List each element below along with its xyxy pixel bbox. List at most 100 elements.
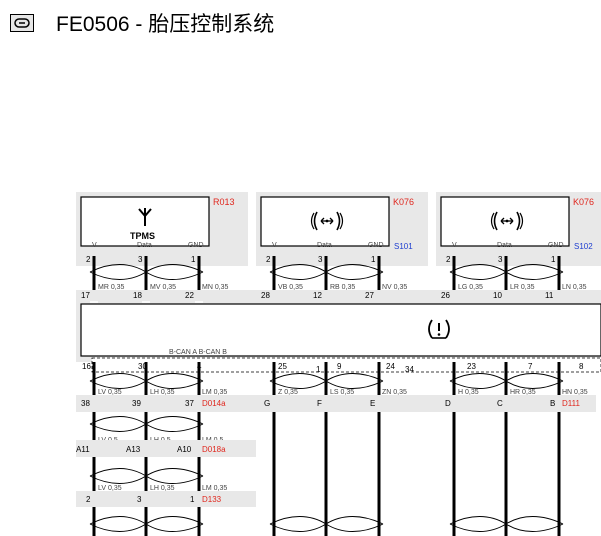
tire-pressure-icon: [310, 211, 344, 231]
wire-label: LV 0,35: [98, 485, 122, 492]
wire-label: ZN 0,35: [382, 389, 407, 396]
pin-number: 18: [133, 291, 142, 300]
bus-label: B-CAN A B-CAN B: [169, 349, 227, 356]
pin-number: 1: [316, 365, 321, 374]
wire-label: LS 0,35: [330, 389, 354, 396]
pin-number: F: [317, 399, 322, 408]
pin-name: GND: [188, 242, 204, 249]
module-bottom-strip: [91, 357, 601, 373]
connector-d018a-pins: A11 A13 A10: [76, 445, 192, 454]
pin-number: B: [550, 399, 555, 408]
wire-label: LM 0,35: [202, 389, 227, 396]
antenna-icon: [138, 208, 152, 226]
connector-d133: [76, 491, 256, 507]
pin-name: Data: [137, 242, 152, 249]
connector-d014a-pins: 38 39 37 G F E D C B: [81, 399, 555, 408]
wire-label: LN 0,35: [562, 284, 587, 291]
connector-icon: [10, 14, 34, 32]
low-wire-labels: LV 0,35 LH 0,35 LM 0,35: [98, 485, 227, 492]
wire-label: RB 0,35: [330, 284, 355, 291]
wire-label: LR 0,35: [510, 284, 535, 291]
pin-number: 38: [81, 399, 90, 408]
pin-number: 1: [191, 255, 196, 264]
wire-label: LH 0,35: [150, 485, 175, 492]
pin-number: 2: [86, 495, 91, 504]
pin-number: 28: [261, 291, 270, 300]
ref-d111: D111: [562, 399, 580, 408]
pin-name: Data: [497, 242, 512, 249]
wire-label: MN 0,35: [202, 284, 229, 291]
tpms-label: TPMS: [130, 231, 155, 241]
ground-ref: S102: [574, 242, 593, 251]
pin-number: 26: [441, 291, 450, 300]
pin-number: D: [445, 399, 451, 408]
ref-d018a: D018a: [202, 445, 226, 454]
pin-number: 37: [185, 399, 194, 408]
module-top-pins: 17 18 22 28 12 27 26 10 11: [81, 291, 554, 300]
wire-label: LG 0,35: [458, 284, 483, 291]
pin-number: 3: [498, 255, 503, 264]
pin-number: 11: [545, 291, 554, 300]
pin-name: V: [272, 242, 277, 249]
ground-ref: S101: [394, 242, 413, 251]
page-title: FE0506 - 胎压控制系统: [56, 13, 275, 36]
wire-label: VB 0,35: [278, 284, 303, 291]
pin-name: Data: [317, 242, 332, 249]
pin-name: V: [452, 242, 457, 249]
wire-label: HN 0,35: [562, 389, 588, 396]
pin-name: GND: [548, 242, 564, 249]
pin-number: 25: [278, 362, 287, 371]
component-pin-numbers: 2 3 1 2 3 1 2 3 1: [86, 255, 556, 264]
pin-number: A10: [177, 445, 192, 454]
pin-number: 3: [137, 495, 142, 504]
pin-number: E: [370, 399, 375, 408]
ref-r013: R013: [213, 197, 235, 207]
pin-name: GND: [368, 242, 384, 249]
twist-symbols-upper: [89, 264, 564, 280]
wire-label: MR 0,35: [98, 284, 125, 291]
pin-number: 10: [493, 291, 502, 300]
pin-number: 24: [386, 362, 395, 371]
component-k076-1: K076 V Data GND S101: [256, 192, 428, 266]
connector-d133-pins: 2 3 1: [86, 495, 195, 504]
connector-d111: [256, 395, 596, 412]
pin-number: 2: [446, 255, 451, 264]
wire-label: LM 0,35: [202, 485, 227, 492]
pin-number: 1: [551, 255, 556, 264]
pin-number: G: [264, 399, 270, 408]
pin-number: 9: [337, 362, 342, 371]
pin-number: 27: [365, 291, 374, 300]
pin-number: 39: [132, 399, 141, 408]
upper-wire-labels: MR 0,35 MV 0,35 MN 0,35 VB 0,35 RB 0,35 …: [98, 284, 587, 291]
pin-number: 1: [190, 495, 195, 504]
pin-number: 30: [138, 362, 147, 371]
wire-label: MV 0,35: [150, 284, 176, 291]
pin-number: 22: [185, 291, 194, 300]
pin-number: 17: [81, 291, 90, 300]
wire-label: NV 0,35: [382, 284, 407, 291]
wire-label: H 0,35: [458, 389, 479, 396]
pin-number: 12: [313, 291, 322, 300]
pin-number: A11: [76, 445, 90, 454]
lower-wire-labels: LV 0,35 LH 0,35 LM 0,35 Z 0,35 LS 0,35 Z…: [98, 389, 588, 396]
wire-label: LV 0,35: [98, 389, 122, 396]
pin-number: 34: [405, 365, 414, 374]
pin-number: 7: [528, 362, 533, 371]
connector-d014a: [76, 395, 256, 412]
pin-number: 3: [138, 255, 143, 264]
ref-k076: K076: [393, 197, 414, 207]
connector-d018a: [76, 440, 256, 457]
title-bar: FE0506 - 胎压控制系统: [10, 8, 274, 38]
pin-number: 1: [371, 255, 376, 264]
pin-number: 23: [467, 362, 476, 371]
pin-number: 2: [266, 255, 271, 264]
pin-number: A13: [126, 445, 141, 454]
component-r013: R013 TPMS V Data GND: [76, 192, 248, 266]
pin-number: 16: [82, 362, 91, 371]
pin-name: V: [92, 242, 97, 249]
wire-label: LH 0,35: [150, 389, 175, 396]
twist-symbols-lower: [89, 373, 564, 532]
wire-label: HR 0,35: [510, 389, 536, 396]
wire-label: Z 0,35: [278, 389, 298, 396]
